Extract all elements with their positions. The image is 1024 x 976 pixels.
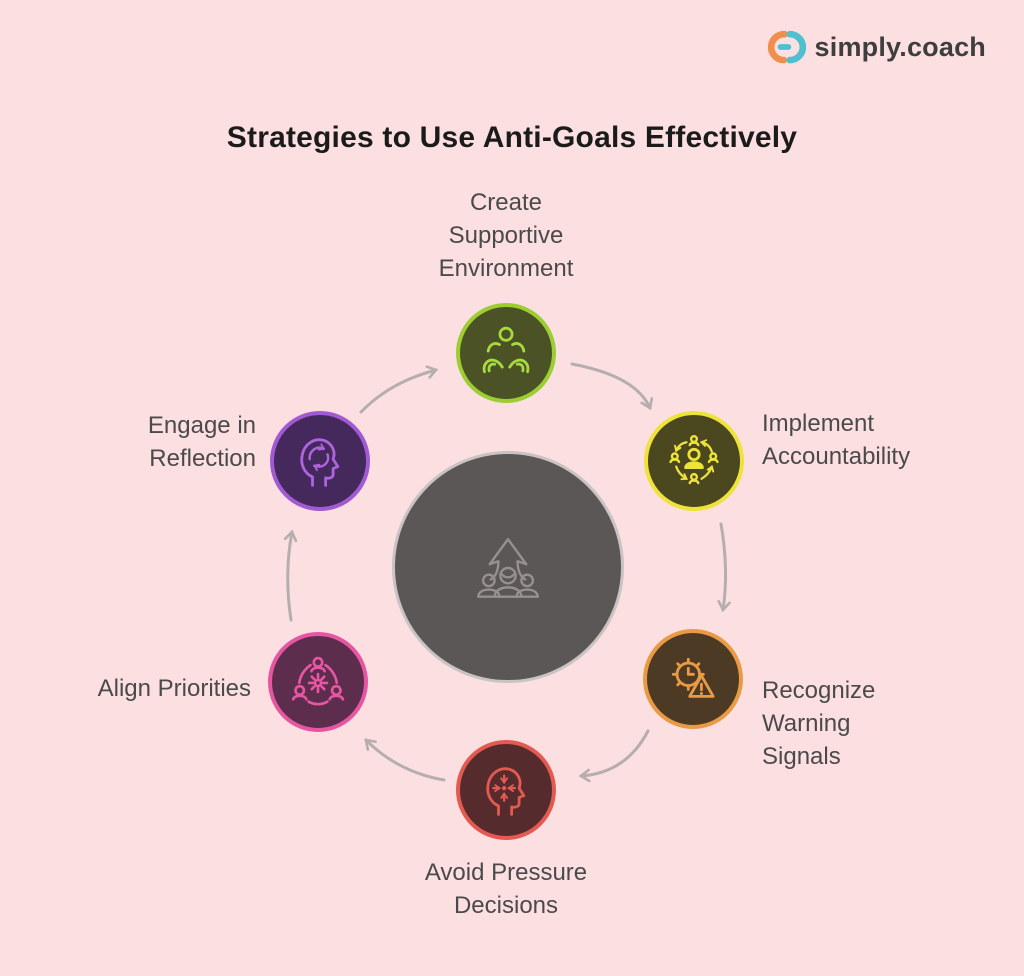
node-recognize-warning-signals [643, 629, 743, 729]
node-label: Recognize Warning Signals [762, 677, 876, 770]
supportive-environment-icon [482, 326, 530, 374]
center-hub [392, 451, 624, 683]
node-label: Engage in Reflection [147, 412, 256, 472]
align-priorities-icon [291, 656, 345, 706]
brand-logo: simply.coach [767, 28, 986, 66]
brand-name: simply.coach [814, 31, 986, 62]
node-create-supportive-environment [456, 303, 556, 403]
reflection-icon [300, 438, 340, 487]
arrow-left-up [283, 529, 298, 622]
node-label: Align Priorities [97, 675, 251, 702]
node-implement-accountability [644, 411, 744, 511]
node-label: Create Supportive Environment [438, 189, 574, 282]
node-avoid-pressure-decisions [456, 740, 556, 840]
arrow-right-to-bottom [578, 729, 650, 783]
node-engage-in-reflection [270, 411, 370, 511]
node-label: Avoid Pressure Decisions [424, 859, 588, 919]
accountability-icon [669, 434, 719, 485]
arrow-left-to-top [359, 365, 439, 414]
arrow-top-to-right [570, 362, 654, 411]
arrow-bottom-to-left [364, 738, 446, 782]
pressure-decisions-icon [486, 767, 526, 816]
warning-signals-icon [671, 657, 715, 698]
arrow-right-down [717, 522, 731, 613]
node-label: Implement Accountability [762, 410, 911, 470]
simply-coach-logo-icon [767, 30, 806, 64]
page-title: Strategies to Use Anti-Goals Effectively [226, 121, 798, 155]
team-growth-icon [477, 538, 539, 598]
node-align-priorities [268, 632, 368, 732]
